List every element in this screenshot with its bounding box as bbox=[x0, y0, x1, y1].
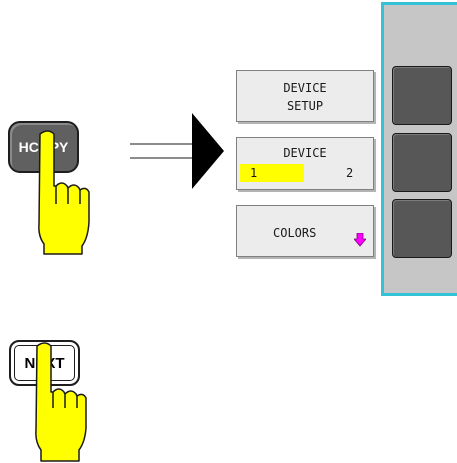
softkey-button-2[interactable] bbox=[392, 133, 452, 192]
colors-label: COLORS bbox=[273, 226, 317, 240]
colors-softkey[interactable]: COLORS bbox=[236, 205, 374, 257]
softkey-button-1[interactable] bbox=[392, 66, 452, 125]
device-option-2: 2 bbox=[346, 166, 354, 180]
device-softkey[interactable]: DEVICE 1 2 bbox=[236, 137, 374, 190]
device-title: DEVICE bbox=[283, 146, 327, 160]
right-arrow-icon bbox=[130, 113, 224, 189]
pointing-hand-icon bbox=[38, 130, 90, 255]
pointing-hand-icon bbox=[35, 342, 87, 462]
device-option-1: 1 bbox=[240, 164, 304, 182]
device-setup-softkey[interactable]: DEVICE SETUP bbox=[236, 70, 374, 122]
softkey-button-3[interactable] bbox=[392, 199, 452, 258]
down-arrow-icon bbox=[354, 233, 366, 247]
device-setup-label: DEVICE SETUP bbox=[283, 81, 327, 113]
